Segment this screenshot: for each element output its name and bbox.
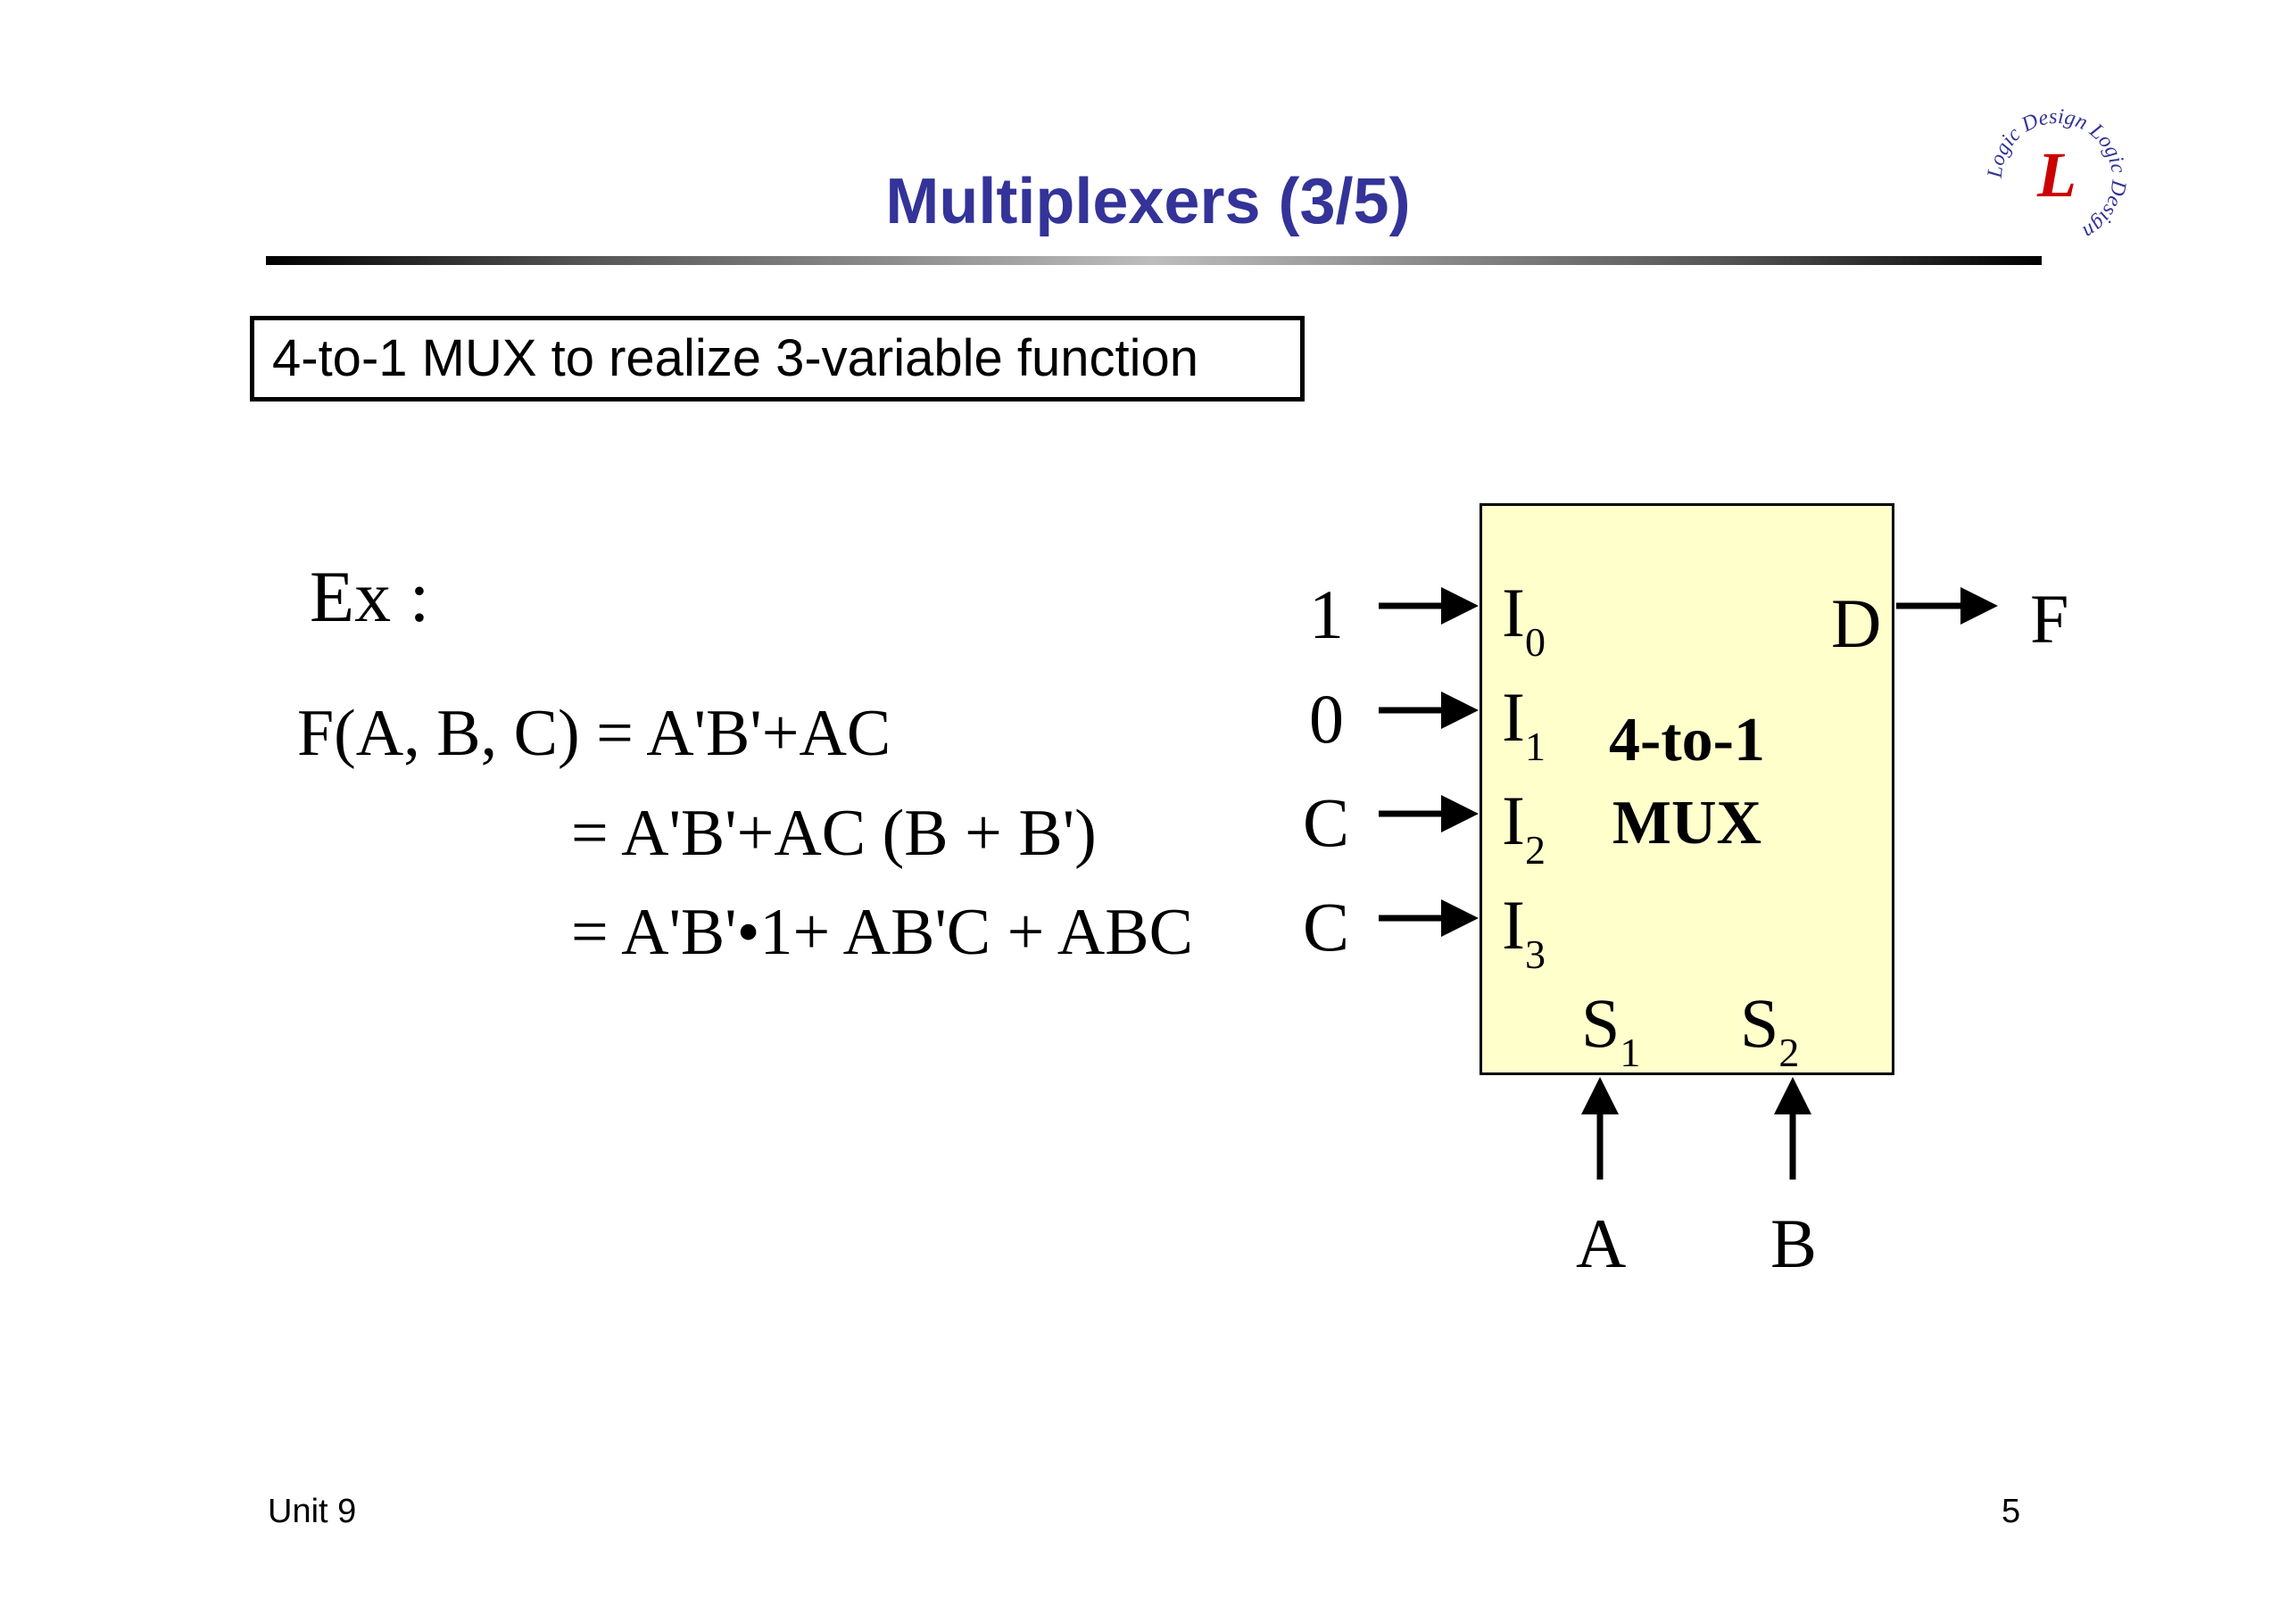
pin-i2: I2 — [1502, 782, 1546, 873]
page-title: Multiplexers (3/5) — [885, 166, 1411, 237]
equation-line-2: = A'B'+AC (B + B') — [571, 797, 1097, 870]
input-0-value: 1 — [1309, 576, 1344, 653]
example-label: Ex : — [310, 556, 430, 637]
logic-design-logo: Logic Design Logic Design L — [1984, 105, 2131, 244]
mux-block — [1480, 503, 1894, 1075]
equation-line-1: F(A, B, C) = A'B'+AC — [297, 697, 891, 770]
page-number: 5 — [2002, 1493, 2021, 1530]
mux-label-line-1: 4-to-1 — [1609, 706, 1765, 774]
select-signal-b: B — [1770, 1205, 1818, 1282]
input-3-value: C — [1303, 888, 1350, 965]
input-1-value: 0 — [1309, 680, 1344, 758]
select-signal-a: A — [1576, 1205, 1627, 1282]
output-signal-f: F — [2030, 580, 2069, 658]
mux-label-line-2: MUX — [1612, 789, 1762, 857]
subtitle-box: 4-to-1 MUX to realize 3-variable functio… — [250, 316, 1305, 402]
pin-i3: I3 — [1502, 886, 1546, 977]
input-2-value: C — [1303, 783, 1350, 861]
pin-s1: S1 — [1581, 984, 1641, 1075]
equation-line-3: = A'B'•1+ AB'C + ABC — [571, 896, 1193, 969]
logo-letter: L — [2036, 139, 2076, 211]
title-divider — [266, 256, 2042, 265]
footer-unit: Unit 9 — [268, 1493, 357, 1530]
pin-i0: I0 — [1502, 574, 1546, 665]
pin-d: D — [1831, 584, 1882, 662]
pin-s2: S2 — [1740, 984, 1800, 1075]
pin-i1: I1 — [1502, 678, 1546, 769]
